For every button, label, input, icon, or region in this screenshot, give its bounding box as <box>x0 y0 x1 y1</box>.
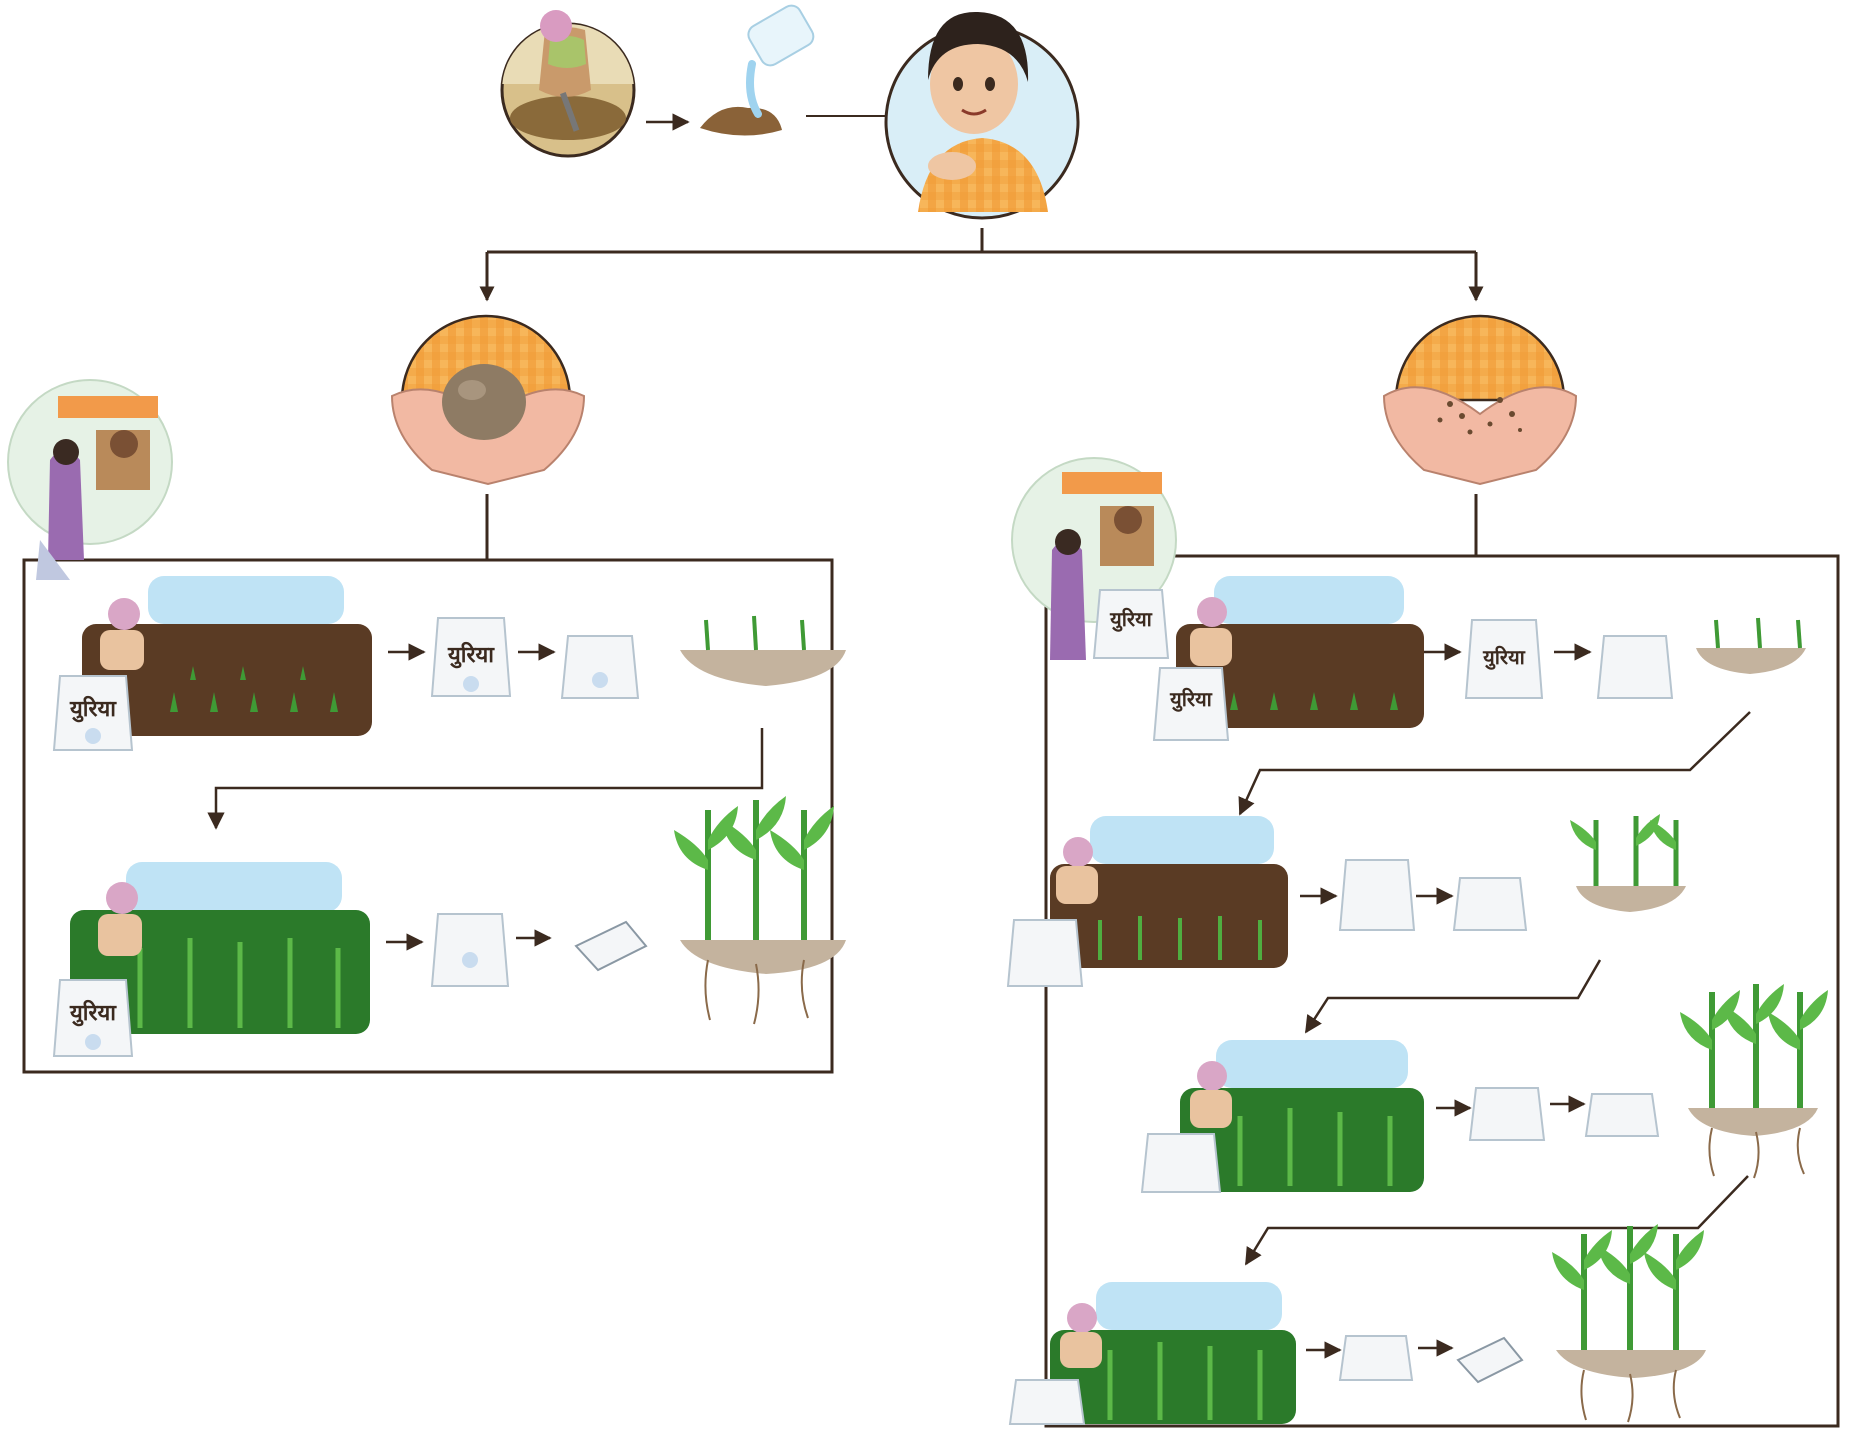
right-stage-1: युरिया युरिया <box>1152 576 1806 741</box>
urea-bag-label: युरिया <box>1482 645 1526 670</box>
urea-bag-low-icon <box>1008 1379 1086 1425</box>
urea-bag-half-icon <box>1006 919 1084 987</box>
hands-soil-ball-icon <box>390 314 586 486</box>
urea-bag-half-icon <box>430 913 510 987</box>
right-stage-3 <box>1140 984 1828 1193</box>
maize-plant-icon <box>674 796 846 1025</box>
urea-bag-icon: युरिया <box>1092 589 1170 659</box>
left-stage-1: युरिया युरिया <box>52 576 846 751</box>
maize-plant-icon <box>1552 1224 1706 1423</box>
urea-bag-low-icon <box>1338 1335 1414 1381</box>
urea-bag-label: युरिया <box>1169 687 1213 712</box>
urea-bag-label: युरिया <box>69 999 117 1027</box>
farmer-field-icon <box>1176 576 1424 728</box>
urea-bag-low-icon <box>1584 1093 1660 1137</box>
urea-bag-low-icon <box>1452 877 1528 931</box>
urea-bag-half-icon <box>560 635 640 699</box>
urea-bag-label: युरिया <box>69 695 117 723</box>
farmer-field-icon <box>1180 1040 1424 1192</box>
shopkeeper-icon: युरिया <box>1011 457 1177 660</box>
urea-bag-half-icon <box>1140 1133 1222 1193</box>
left-stage-2: युरिया <box>52 796 846 1057</box>
urea-bag-low-icon <box>1468 1087 1546 1141</box>
farmer-field-icon <box>82 576 372 736</box>
right-stage-2 <box>1006 814 1686 987</box>
urea-bag-icon: युरिया <box>52 675 134 751</box>
farmer-field-icon <box>1050 1282 1296 1424</box>
urea-bag-label: युरिया <box>447 641 495 669</box>
farmer-field-icon <box>70 862 370 1034</box>
right-stage-4 <box>1008 1224 1706 1425</box>
urea-bag-empty-icon <box>1456 1336 1524 1384</box>
maize-plant-icon <box>1680 984 1828 1179</box>
hands-crumbled-soil-icon <box>1382 314 1578 486</box>
urea-bag-empty-icon <box>574 920 648 972</box>
soil-sampling-sequence <box>500 4 1080 220</box>
urea-bag-half-icon <box>1338 859 1416 931</box>
seedling-icon <box>680 615 846 686</box>
urea-bag-icon: युरिया <box>430 617 512 697</box>
seedling-icon <box>1696 617 1806 674</box>
girl-testing-soil-icon <box>884 11 1080 220</box>
urea-bag-icon: युरिया <box>1464 619 1544 699</box>
branch-connector <box>479 228 1484 302</box>
wet-soil-icon <box>700 4 815 136</box>
farmer-field-icon <box>1050 816 1288 968</box>
digging-soil-icon <box>500 10 636 158</box>
urea-bag-icon: युरिया <box>52 979 134 1057</box>
urea-bag-icon: युरिया <box>1152 667 1230 741</box>
shopkeeper-icon <box>7 379 173 580</box>
right-branch-box <box>1044 554 1840 1428</box>
maize-plant-icon <box>1570 814 1686 912</box>
urea-bag-label: युरिया <box>1109 607 1153 632</box>
urea-bag-half-icon <box>1596 635 1674 699</box>
